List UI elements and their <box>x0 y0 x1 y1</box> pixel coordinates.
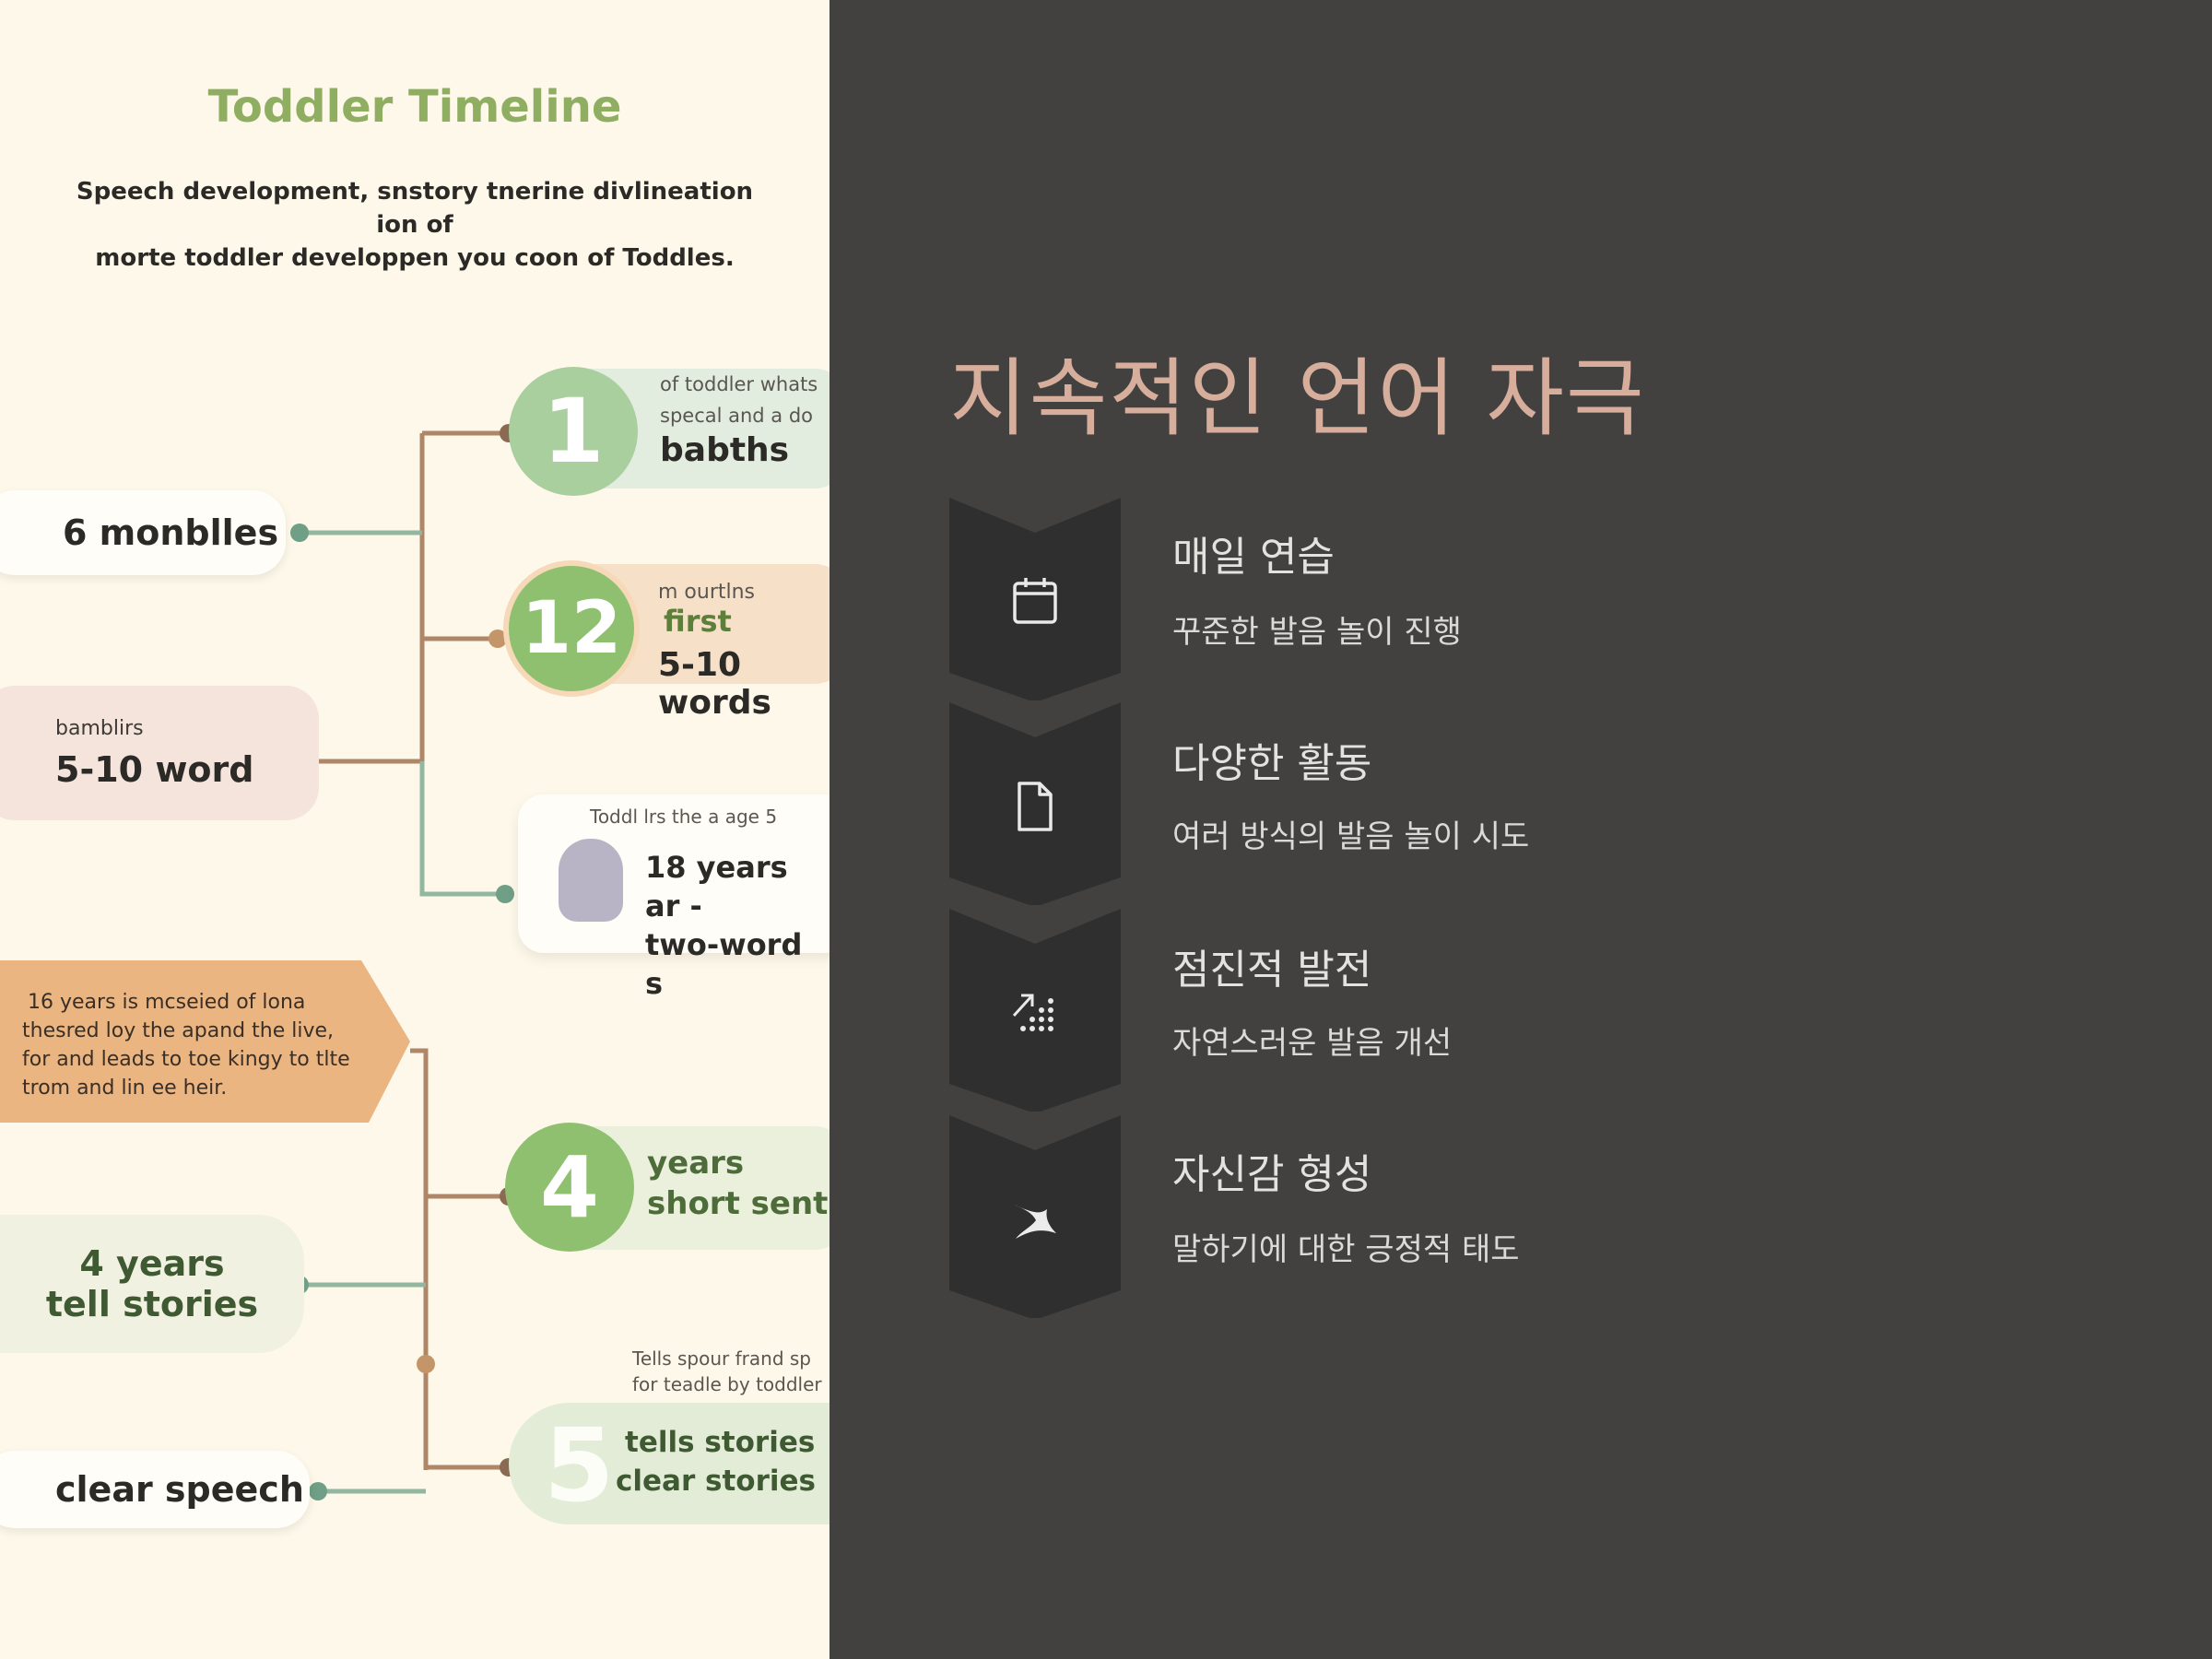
node-line: years <box>647 1145 745 1182</box>
callout-text: 16 years is mcseied of lona thesred loy … <box>22 988 372 1102</box>
slide-title: 지속적인 언어 자극 <box>949 349 1646 448</box>
callout-line: trom and lin ee heir. <box>22 1077 228 1100</box>
label-4-years: 4 years tell stories <box>0 1215 304 1353</box>
step-3-heading: 점진적 발전 <box>1172 947 1372 994</box>
node-1-circle: 1 <box>509 367 638 496</box>
node-small-row: m ourtlns first <box>658 581 830 639</box>
node-small: of toddler whats <box>660 373 818 395</box>
label-big: 5-10 word <box>55 748 254 790</box>
step-2-heading: 다양한 활동 <box>1172 740 1372 787</box>
label-line: tell stories <box>45 1284 259 1324</box>
node-small: m ourtlns <box>658 581 756 604</box>
growth-icon <box>1012 994 1053 1031</box>
node-4-circle: 4 <box>505 1123 634 1252</box>
subtitle-line: morte toddler developpen you coon of Tod… <box>95 244 735 272</box>
node-5-card <box>509 1403 830 1524</box>
step-2-badge <box>949 702 1121 905</box>
node-5-text: tells stories clear stories <box>616 1423 816 1500</box>
step-4-description: 말하기에 대한 긍정적 태도 <box>1172 1231 1520 1268</box>
confidence-icon <box>1012 1204 1056 1239</box>
label-text: 6 monblles <box>63 512 279 553</box>
calendar-icon <box>1013 578 1057 624</box>
node-18-small: Toddl lrs the a age 5 <box>590 806 778 828</box>
node-12-text: m ourtlns first 5-10 words <box>658 581 830 722</box>
toddler-figure <box>559 839 623 922</box>
node-5-caption: Tells spour frand sp for teadle by toddl… <box>632 1346 822 1397</box>
infographic-title: Toddler Timeline <box>207 81 622 133</box>
node-4-text: years short sent <box>647 1143 828 1224</box>
infographic-subtitle: Speech development, snstory tnerine divl… <box>65 175 765 275</box>
label-babbling: bamblirs 5-10 word <box>0 686 319 820</box>
callout-line: thesred loy the apand the live, <box>22 1019 335 1042</box>
label-line: 4 years <box>79 1243 225 1284</box>
label-clear-speech: clear speech <box>0 1451 310 1528</box>
node-line: clear stories <box>616 1465 816 1498</box>
node-small: specal and a do <box>660 405 814 427</box>
step-2-description: 여러 방식의 발음 놀이 시도 <box>1172 818 1530 855</box>
step-3-badge <box>949 909 1121 1112</box>
step-1-badge <box>949 498 1121 700</box>
node-5-number: 5 <box>544 1406 615 1524</box>
label-6-months: 6 monblles <box>0 490 286 575</box>
node-12-circle: 12 <box>503 560 640 697</box>
callout-line: 16 years is mcseied of lona <box>28 991 306 1014</box>
callout-line: for and leads to toe kingy to tlte <box>22 1048 350 1071</box>
node-first: first <box>664 604 732 639</box>
node-line: tells stories <box>625 1426 816 1459</box>
node-big: 5-10 words <box>658 646 771 722</box>
timeline-connectors <box>0 424 518 1500</box>
step-1-heading: 매일 연습 <box>1172 534 1335 581</box>
step-1-description: 꾸준한 발음 놀이 진행 <box>1172 614 1462 651</box>
node-line: 18 years ar - <box>645 850 788 924</box>
node-small: Tells spour frand sp <box>632 1347 811 1370</box>
node-big: babths <box>660 431 790 469</box>
node-line: two-word s <box>645 927 803 1001</box>
document-icon <box>1018 782 1053 831</box>
subtitle-line: Speech development, snstory tnerine divl… <box>76 178 754 239</box>
callout-shape <box>0 960 410 1123</box>
infographic-image: Toddler Timeline Speech development, sns… <box>0 0 830 1659</box>
label-text: clear speech <box>55 1469 304 1510</box>
node-line: short sent <box>647 1185 829 1222</box>
node-small: for teadle by toddler <box>632 1373 822 1395</box>
node-1-text: of toddler whats specal and a do babths <box>660 369 818 469</box>
step-4-heading: 자신감 형성 <box>1172 1151 1372 1198</box>
step-3-description: 자연스러운 발음 개선 <box>1172 1025 1453 1062</box>
label-small: bamblirs <box>55 716 144 740</box>
node-18-text: 18 years ar - two-word s <box>645 848 830 1003</box>
